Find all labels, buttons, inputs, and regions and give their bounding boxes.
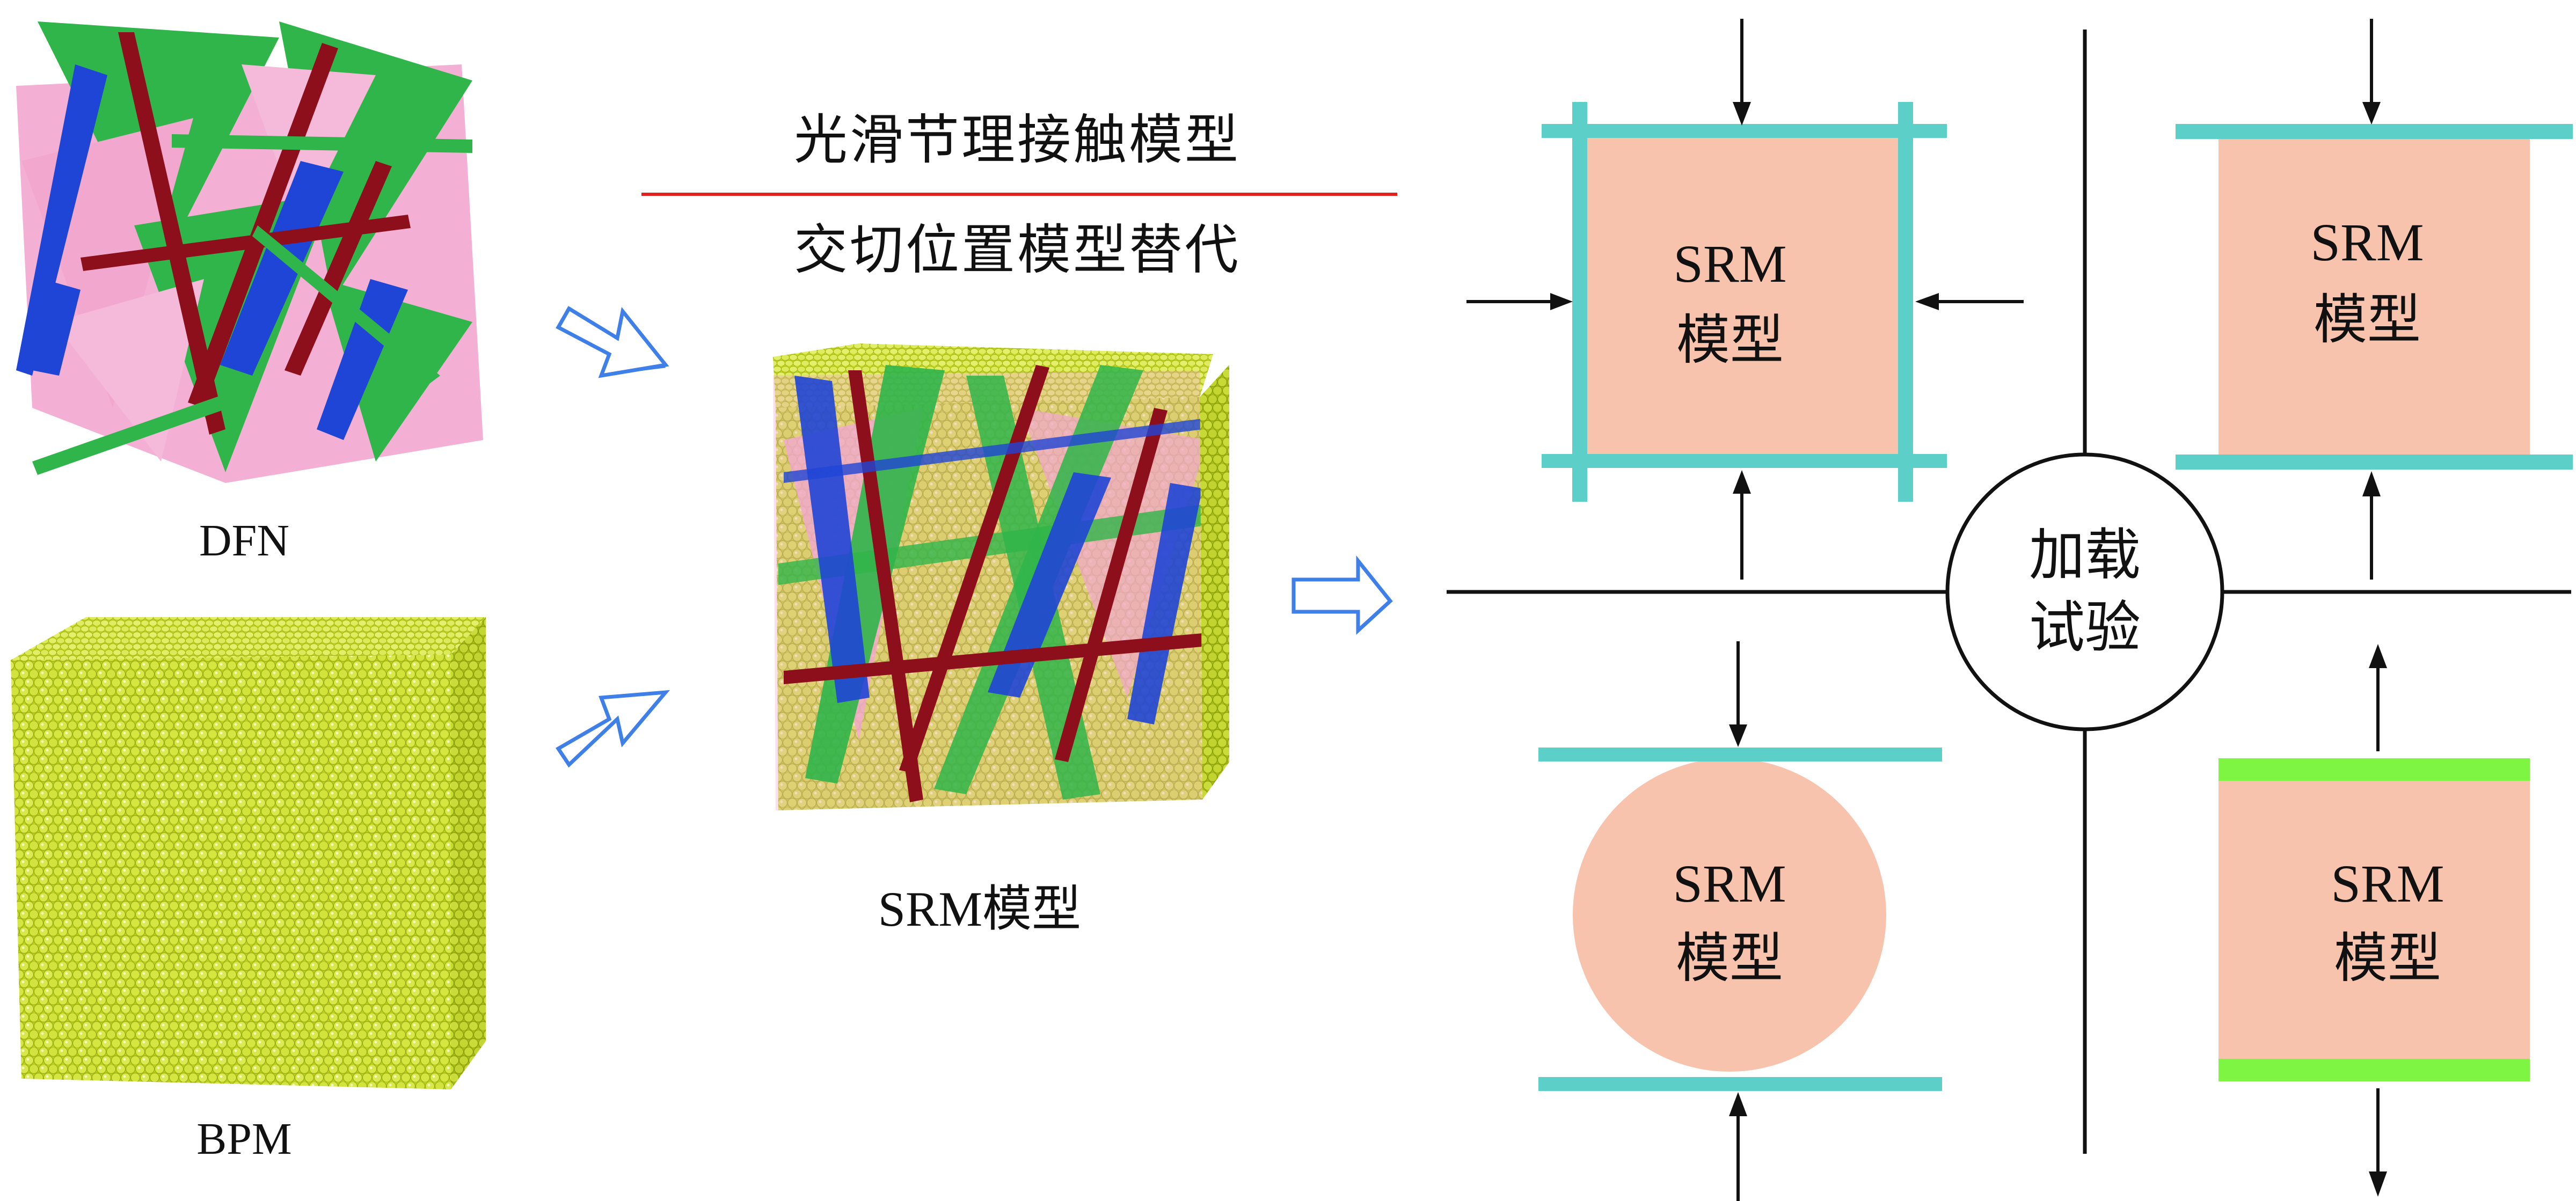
biaxial-label-1: SRM	[1673, 234, 1786, 294]
uniaxial-label-1: SRM	[2310, 213, 2424, 272]
flow-arrow-upper	[556, 306, 669, 378]
brazilian-label-2: 模型	[1676, 929, 1783, 988]
flow-arrow-lower	[556, 690, 670, 768]
hub-label-line2: 试验	[2029, 597, 2141, 659]
flow-arrow-right	[1291, 555, 1393, 635]
biaxial-test: SRM 模型	[1466, 19, 2024, 580]
srm-cube-icon	[773, 343, 1229, 810]
tension-label-1: SRM	[2331, 854, 2444, 913]
brazilian-label-1: SRM	[1673, 854, 1786, 913]
loading-test-hub	[1945, 452, 2224, 731]
uniaxial-label-2: 模型	[2314, 290, 2421, 350]
brazilian-test: SRM 模型	[1538, 641, 1942, 1201]
srm-model-label: SRM模型	[878, 882, 1081, 936]
loading-cross	[1447, 30, 2571, 1154]
tension-label-2: 模型	[2334, 929, 2441, 988]
title-smooth-joint: 光滑节理接触模型	[794, 111, 1240, 170]
dfn-cube-icon	[16, 21, 483, 483]
bpm-cube-icon	[11, 617, 486, 1089]
uniaxial-test: SRM 模型	[2176, 19, 2573, 580]
biaxial-label-2: 模型	[1676, 311, 1784, 370]
dfn-label: DFN	[199, 516, 289, 566]
bpm-label: BPM	[196, 1114, 291, 1164]
title-intersection-replace: 交切位置模型替代	[794, 221, 1240, 280]
hub-label-line1: 加载	[2029, 525, 2141, 587]
tension-test: SRM 模型	[2219, 644, 2530, 1197]
